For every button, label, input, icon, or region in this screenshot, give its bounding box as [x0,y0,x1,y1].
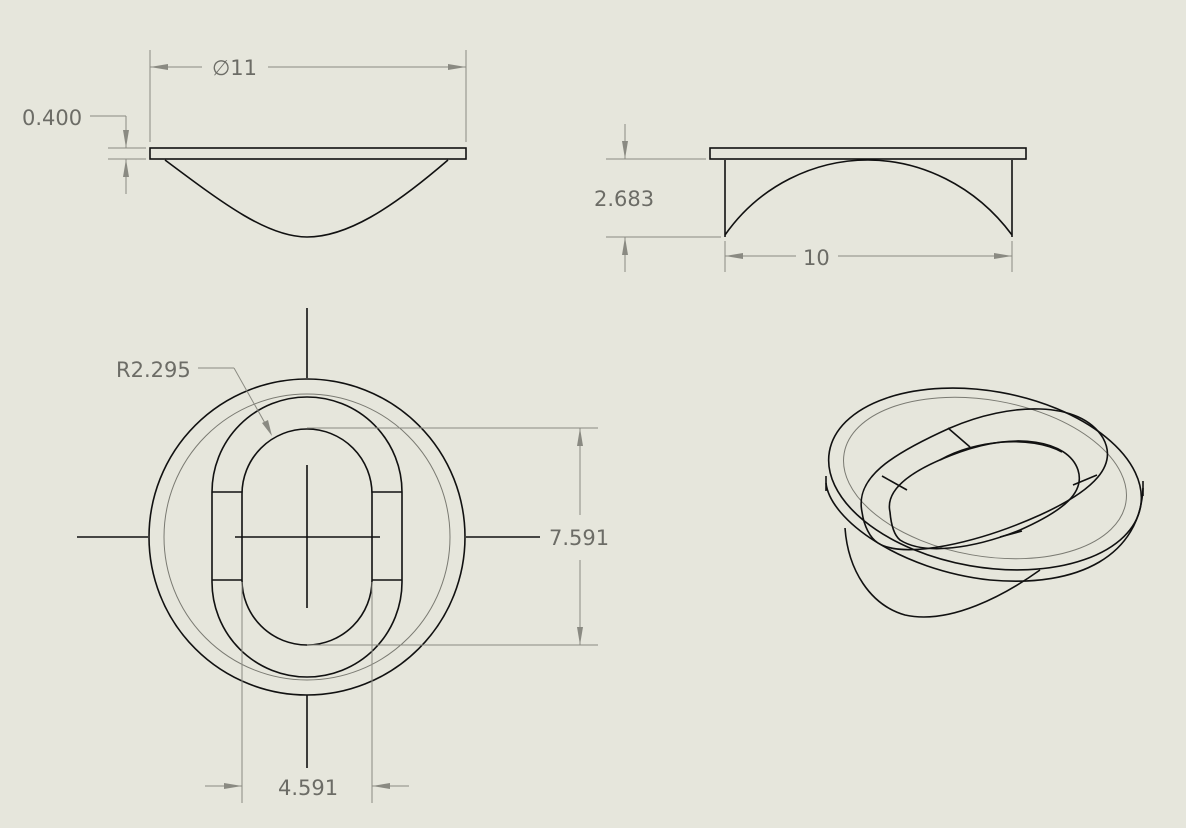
inner-width-dimension: 4.591 [205,582,409,803]
iso-inner-rim [843,396,1127,560]
iso-outer-slot [860,408,1109,551]
top-center-lines [77,308,540,768]
side-lip [709,147,1027,160]
lip-thickness-value: 0.400 [22,106,82,130]
isometric-view [825,387,1144,618]
diameter-dimension: ∅11 [149,50,467,142]
width-value: 10 [803,246,830,270]
inner-width-value: 4.591 [278,776,338,800]
side-arch [724,159,1013,236]
depth-value: 2.683 [594,187,654,211]
svg-text:∅11: ∅11 [212,56,257,80]
height-dimension: 7.591 [307,427,609,646]
height-value: 7.591 [549,526,609,550]
diameter-value: 11 [230,56,257,80]
iso-inner-slot [888,440,1081,550]
side-view: 2.683 10 [594,124,1027,272]
front-view: ∅11 0.400 [22,50,467,238]
depth-dimension: 2.683 [594,124,721,272]
lip-thickness-dimension: 0.400 [22,106,146,194]
front-lip [149,147,467,160]
radius-value: R2.295 [116,358,191,382]
radius-dimension: R2.295 [116,358,272,436]
diameter-symbol: ∅ [212,56,230,80]
iso-lip-bottom [825,482,1144,582]
front-bowl-profile [164,159,449,238]
top-view: R2.295 7.591 4.591 [77,308,609,803]
width-dimension: 10 [724,241,1013,272]
iso-bowl [844,527,1041,618]
top-outer-slot [211,396,403,678]
top-inner-rim-circle [163,393,451,681]
